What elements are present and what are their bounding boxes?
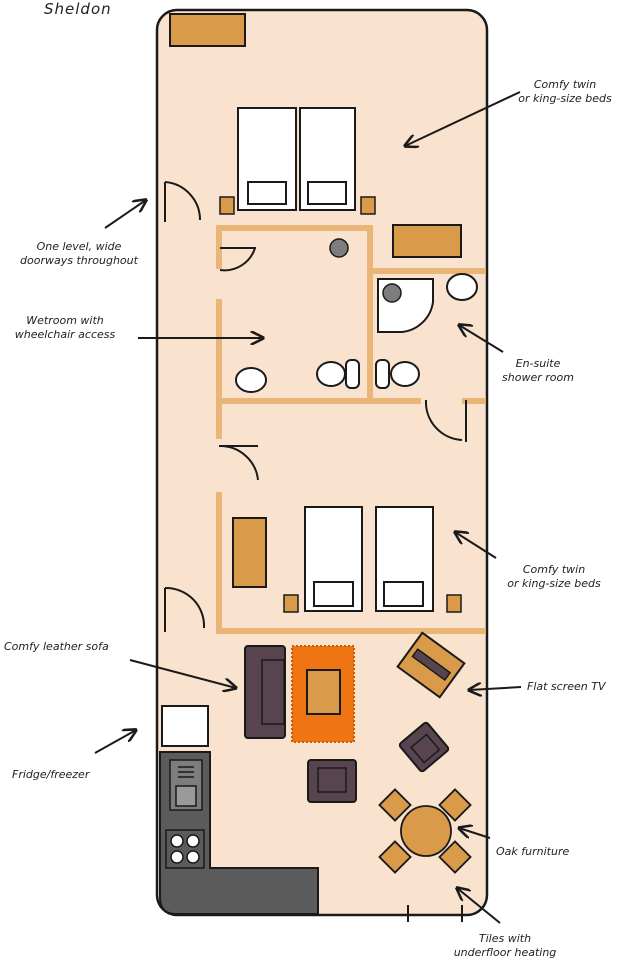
wardrobe (232, 517, 267, 588)
annotation-fridge: Fridge/freezer (12, 768, 90, 781)
annotation-tv: Flat screen TV (527, 680, 606, 693)
ensuite-cistern (375, 359, 390, 389)
hob-rings (170, 834, 200, 864)
twin-beds-bottom (304, 506, 434, 612)
annotation-ensuite: En-suite shower room (502, 357, 574, 384)
sofa-seat (261, 659, 285, 725)
plan-title: Sheldon (44, 0, 112, 18)
coffee-table (306, 669, 341, 715)
shower-drain (382, 283, 402, 303)
door-swings (164, 181, 467, 632)
sink-bowl (175, 785, 197, 807)
tv-unit (396, 631, 466, 699)
annotation-beds-top: Comfy twin or king-size beds (518, 78, 612, 105)
bedside-table (283, 594, 299, 613)
annotation-wetroom: Wetroom with wheelchair access (14, 314, 116, 341)
wetroom-cistern (345, 359, 360, 389)
annotation-sofa: Comfy leather sofa (4, 640, 109, 653)
interior-walls (216, 225, 486, 634)
bedside-table (219, 196, 235, 215)
annotation-doorways: One level, wide doorways throughout (20, 240, 138, 267)
wetroom-toilet (316, 361, 346, 387)
twin-beds-top (237, 107, 356, 211)
wetroom-basin (235, 367, 267, 393)
bedside-table (360, 196, 376, 215)
bedside-table (446, 594, 462, 613)
ensuite-basin (446, 273, 478, 301)
dining-set (378, 788, 472, 874)
bench-top (169, 13, 246, 47)
ensuite-toilet (390, 361, 420, 387)
wetroom-drain (329, 238, 349, 258)
annotation-arrows (94, 91, 522, 924)
armchair (398, 721, 450, 773)
hob-icon (165, 829, 205, 869)
armchair-seat (317, 767, 347, 793)
annotation-beds-bottom: Comfy twin or king-size beds (507, 563, 601, 590)
dresser-top (392, 224, 462, 258)
annotation-tiles: Tiles with underfloor heating (453, 932, 557, 959)
annotation-oak: Oak furniture (496, 845, 570, 858)
fridge-freezer (161, 705, 209, 747)
